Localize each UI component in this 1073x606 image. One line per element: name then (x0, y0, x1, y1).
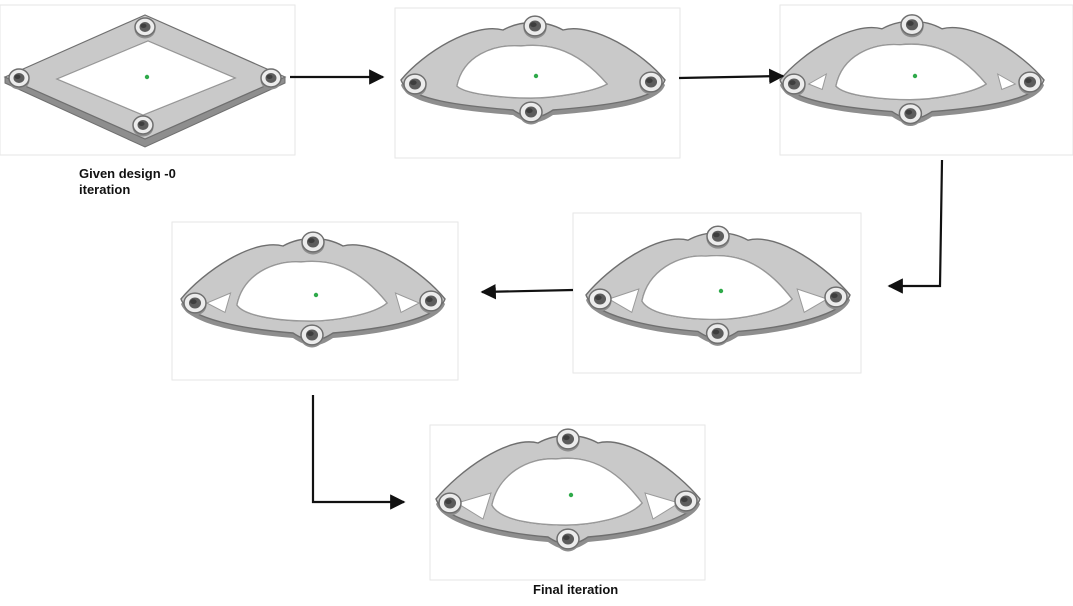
mounting-hole-bottom (899, 104, 922, 126)
mounting-hole-left (588, 289, 611, 311)
mounting-hole-right (824, 287, 847, 309)
caption-given-design: Given design -0 iteration (79, 166, 219, 198)
mounting-hole-right (639, 72, 662, 94)
stage-1-iteration (401, 16, 665, 124)
arrow-stage3-to-stage5 (313, 395, 404, 502)
stage-4-iteration (586, 226, 850, 346)
stage-3-iteration (181, 232, 445, 347)
center-marker (719, 289, 723, 293)
mounting-hole-right (261, 69, 282, 90)
mounting-hole-top (135, 18, 156, 39)
mounting-hole-right (674, 491, 697, 513)
mounting-hole-left (438, 493, 461, 515)
mounting-hole-left (183, 293, 206, 315)
arrow-stage2-to-stage4 (889, 160, 942, 286)
mounting-hole-left (782, 74, 805, 96)
mounting-hole-top (900, 15, 923, 37)
mounting-hole-right (419, 291, 442, 313)
mounting-hole-bottom (519, 102, 542, 124)
stage-parts (5, 15, 1044, 552)
stage-5-final-iteration (436, 429, 700, 551)
arrow-stage1-to-stage2 (679, 76, 783, 78)
arrow-stage4-to-stage3 (482, 290, 573, 292)
center-marker (314, 293, 318, 297)
mounting-hole-left (9, 69, 30, 90)
caption-final-iteration: Final iteration (533, 582, 618, 598)
mounting-hole-bottom (706, 324, 729, 346)
mounting-hole-bottom (133, 116, 154, 137)
mounting-hole-bottom (556, 529, 579, 551)
center-marker (569, 493, 573, 497)
mounting-hole-left (403, 74, 426, 96)
center-marker (145, 75, 149, 79)
mounting-hole-top (523, 16, 546, 38)
stage-0-given-design (5, 15, 285, 147)
mounting-hole-top (706, 226, 729, 248)
mounting-hole-top (556, 429, 579, 451)
stage-2-iteration (780, 15, 1044, 126)
mounting-hole-bottom (300, 325, 323, 347)
center-marker (534, 74, 538, 78)
center-marker (913, 74, 917, 78)
mounting-hole-top (301, 232, 324, 254)
mounting-hole-right (1018, 72, 1041, 94)
